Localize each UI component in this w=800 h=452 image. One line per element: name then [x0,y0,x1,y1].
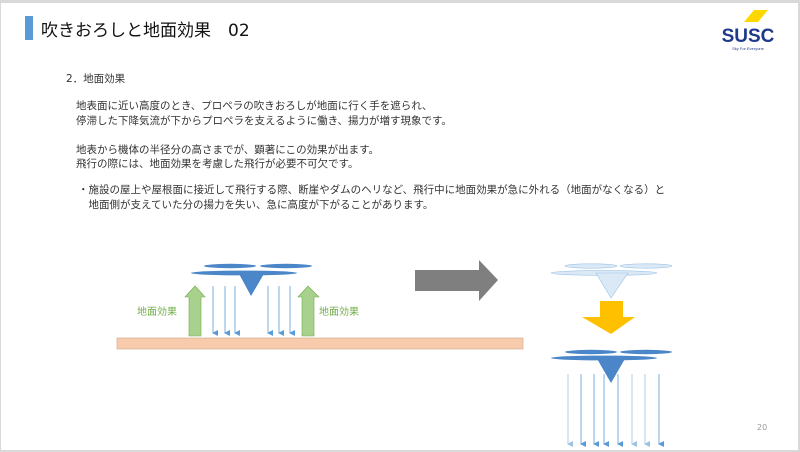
slide-title: 吹きおろしと地面効果 02 [41,21,250,41]
page-number: 20 [757,423,768,432]
logo-mark-icon: SUSC Sky For Everyone [722,10,774,51]
drone-dropping [551,349,672,383]
green-up-arrow-right [297,285,320,337]
para1-line1: 地表面に近い高度のとき、プロペラの吹きおろしが地面に行く手を遮られ、 [76,100,433,112]
para2-line1: 地表から機体の半径分の高さまでが、顕著にこの効果が出ます。 [76,144,380,156]
ground-effect-label-right: 地面効果 [319,307,359,318]
bullet-line2: 地面側が支えていた分の揚力を失い、急に高度が下がることがあります。 [78,199,434,211]
ground-effect-label-left: 地面効果 [137,307,177,318]
section-heading: 2．地面効果 [66,73,126,85]
bullet-line1: ・施設の屋上や屋根面に接近して飛行する際、断崖やダムのヘリなど、飛行中に地面効果… [78,184,666,196]
yellow-down-arrow [582,301,635,334]
ground-bar [116,337,524,350]
susc-logo: SUSC Sky For Everyone [722,8,774,52]
svg-text:Sky For Everyone: Sky For Everyone [732,46,765,51]
drone-faded [550,263,673,299]
drone-hovering [191,263,312,296]
para1-line2: 停滞した下降気流が下からプロペラを支えるように働き、揚力が増す現象です。 [76,115,452,127]
long-downwash-arrows [567,374,664,447]
green-up-arrow-left [184,285,206,337]
title-accent-bar [25,16,33,40]
downwash-arrows [212,286,295,336]
gray-right-arrow [415,260,498,301]
slide [1,3,798,450]
para2-line2: 飛行の際には、地面効果を考慮した飛行が必要不可欠です。 [76,158,359,170]
svg-text:SUSC: SUSC [722,26,774,47]
